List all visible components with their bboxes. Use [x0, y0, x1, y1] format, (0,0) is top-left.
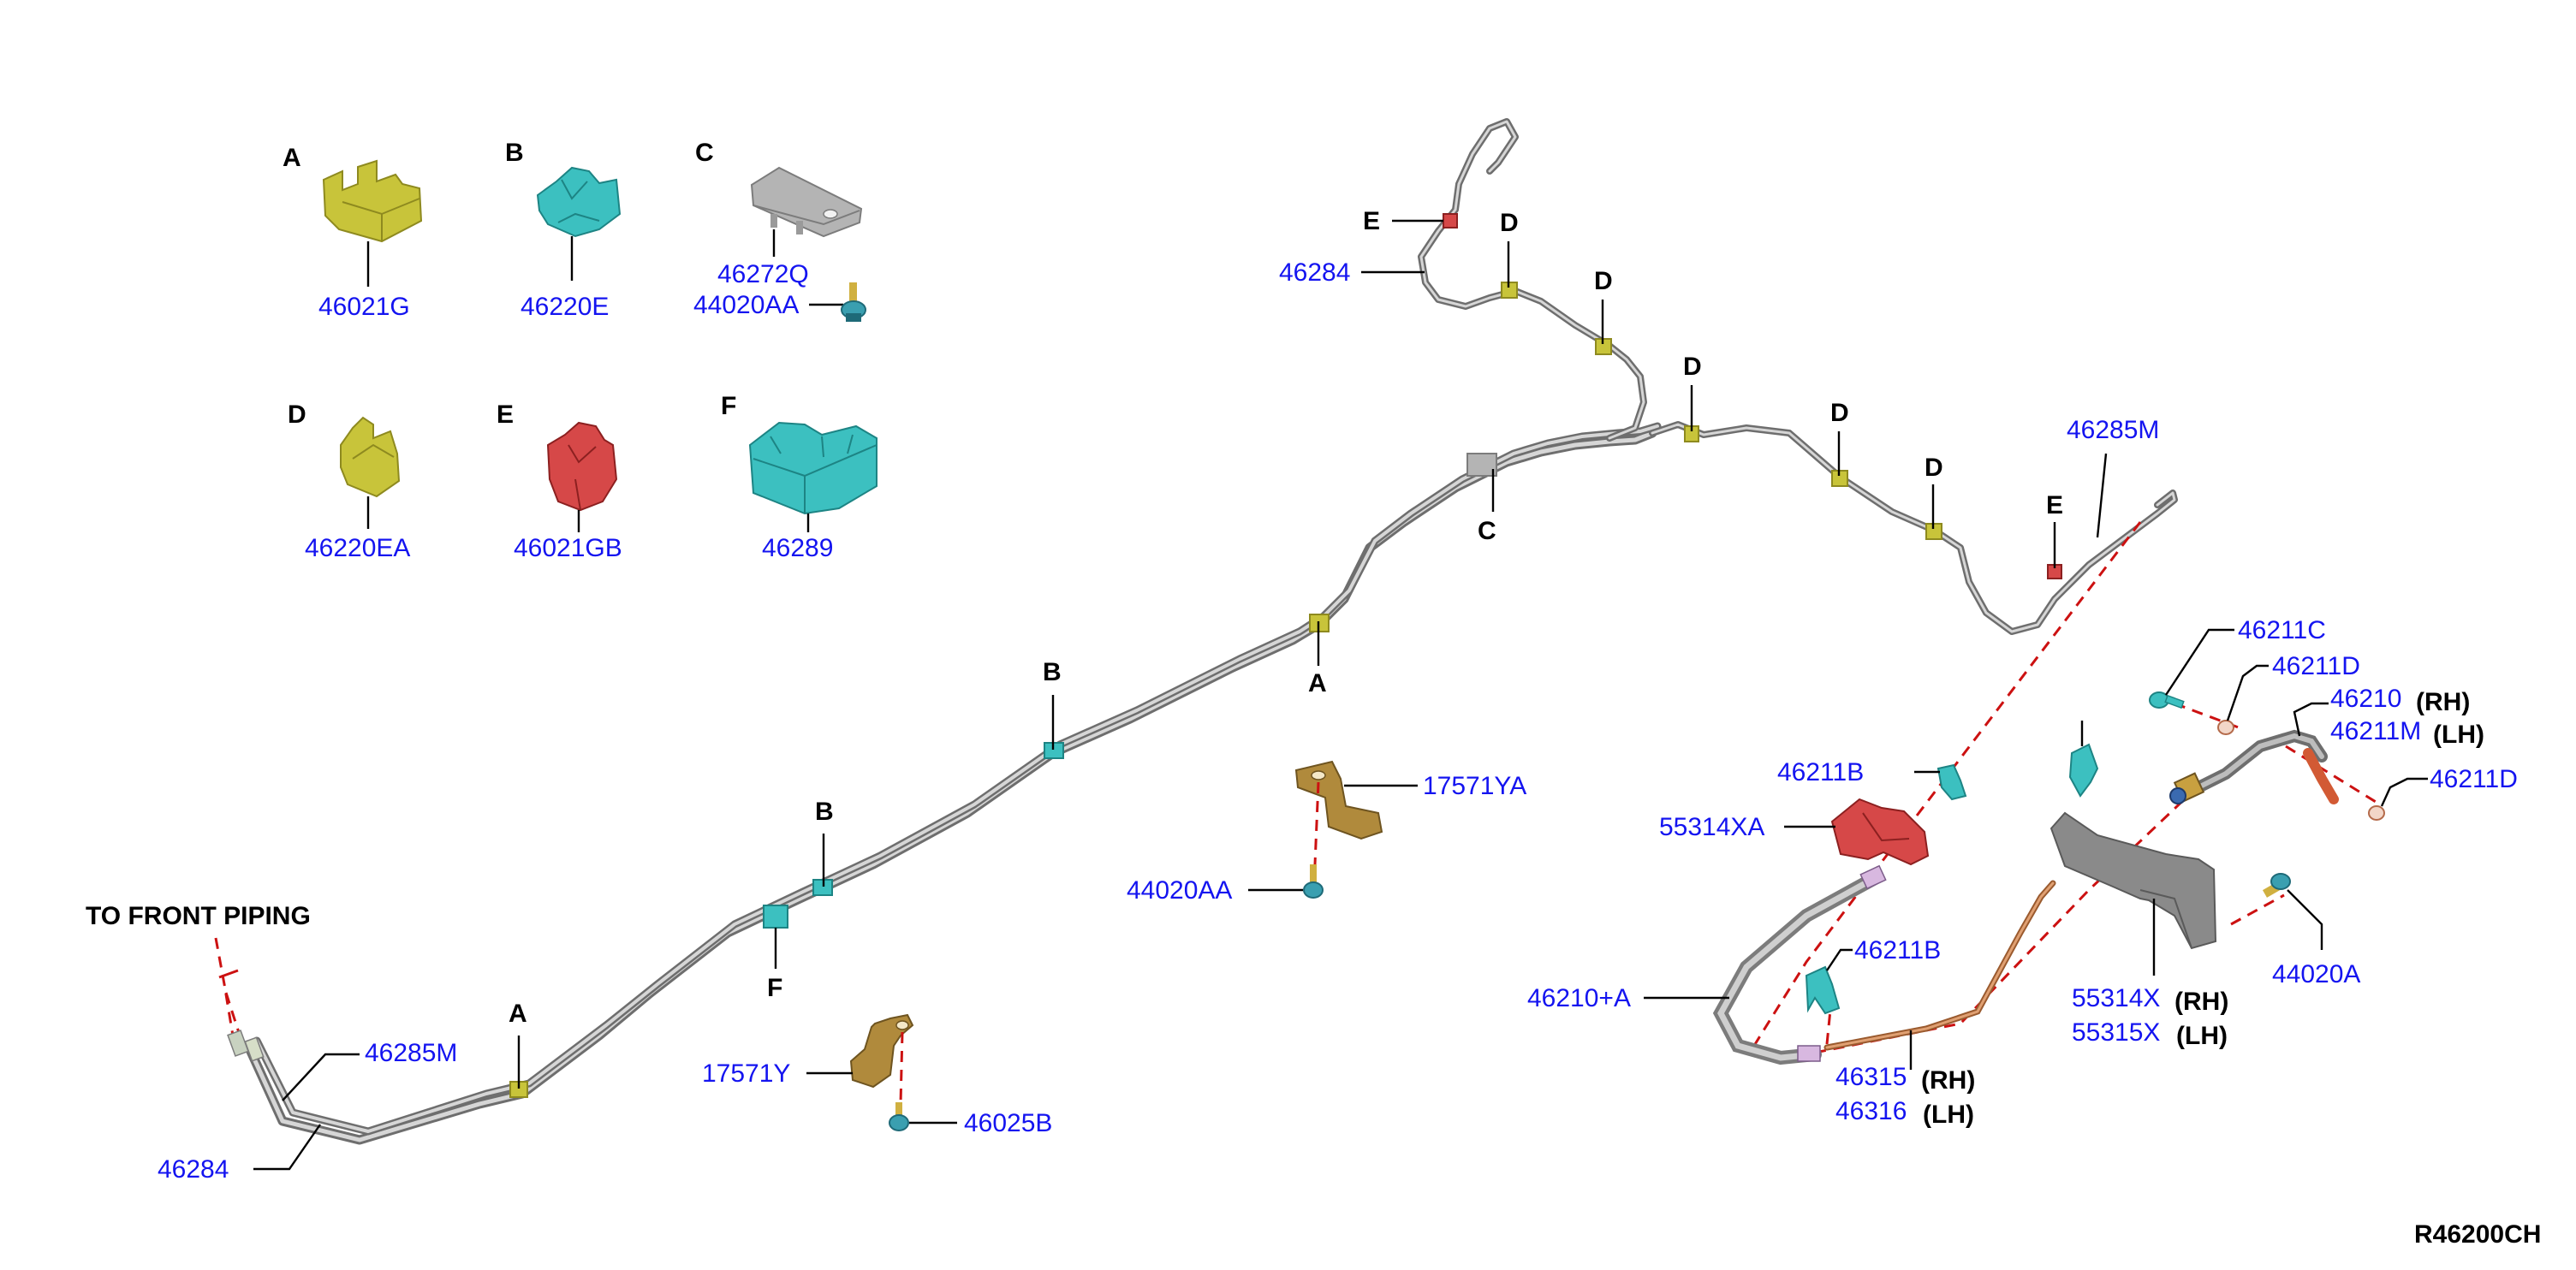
red-clip-icon [546, 421, 618, 512]
callout-46211C: 46211C [2238, 616, 2326, 644]
hose-46210 [2169, 729, 2339, 804]
callout-46315-rh: (RH) [1921, 1066, 1975, 1095]
legend-clip-f: F 46289 [721, 392, 878, 562]
callout-46025B: 46025B [964, 1109, 1052, 1137]
legend-part-46289: 46289 [762, 534, 833, 562]
marker-b-upper: B [1043, 658, 1062, 686]
callout-55315X-lh: (LH) [2176, 1022, 2228, 1050]
washer-46211D-upper [2217, 720, 2234, 735]
legend-clip-e: E 46021GB [497, 401, 622, 562]
gray-bracket-icon [750, 166, 863, 238]
legend-part-46021G: 46021G [318, 293, 410, 321]
legend-clip-c: C 46272Q 44020AA [693, 139, 866, 322]
marker-b-lower: B [815, 798, 834, 826]
legend-part-46220E: 46220E [521, 293, 609, 321]
callout-55314X: 55314X [2072, 984, 2160, 1012]
callout-46316: 46316 [1835, 1097, 1907, 1125]
copper-tube-46315 [1823, 880, 2056, 1051]
teal-clip-icon [536, 166, 622, 238]
legend-clip-b: B 46220E [505, 139, 622, 321]
bracket-17571YA [1294, 760, 1383, 840]
callout-46284-upper: 46284 [1279, 258, 1350, 287]
marker-a-lower: A [509, 1000, 527, 1028]
bolt-46025B [889, 1102, 909, 1131]
marker-f: F [767, 974, 782, 1002]
clip-f [763, 905, 788, 929]
legend-clip-d: D 46220EA [288, 401, 410, 562]
legend-part-46021GB: 46021GB [514, 534, 622, 562]
bracket-c [1466, 453, 1497, 477]
legend-letter-c: C [695, 139, 714, 167]
clip-bracket-retainer [2068, 721, 2099, 798]
marker-a-upper: A [1308, 669, 1327, 697]
callout-55314X-rh: (RH) [2174, 988, 2228, 1016]
callout-46284-left: 46284 [158, 1155, 229, 1184]
callout-46211B-upper: 46211B [1777, 758, 1864, 786]
marker-c: C [1478, 517, 1496, 545]
legend-letter-a: A [283, 144, 301, 172]
legend-bolt-44020AA: 44020AA [693, 291, 799, 319]
legend-letter-b: B [505, 139, 524, 167]
callout-46211B-lower: 46211B [1854, 936, 1941, 964]
marker-d-1: D [1500, 209, 1519, 237]
marker-d-4: D [1830, 399, 1849, 427]
legend-part-46272Q: 46272Q [717, 260, 809, 288]
callout-17571YA: 17571YA [1423, 772, 1526, 800]
legend-letter-e: E [497, 401, 514, 429]
callout-46211D-upper: 46211D [2272, 652, 2360, 680]
callout-46316-lh: (LH) [1923, 1101, 1974, 1129]
front-piping-label: TO FRONT PIPING [86, 902, 311, 930]
legend-clip-a: A 46021G [283, 144, 423, 321]
marker-d-2: D [1594, 267, 1613, 295]
clip-46211B-upper [1936, 763, 1967, 801]
bolt-46211C [2149, 691, 2185, 709]
marker-d-5: D [1925, 454, 1943, 482]
bracket-17571Y [849, 1013, 914, 1089]
callout-46211D-lower: 46211D [2430, 765, 2518, 793]
yellow-clip-icon [322, 159, 423, 243]
bracket-55314X [2049, 811, 2217, 950]
callout-46211M: 46211M [2330, 717, 2421, 745]
teal-block-clip-icon [748, 421, 878, 515]
marker-e-right: E [2046, 491, 2063, 519]
main-brake-tubes [243, 118, 2178, 1145]
marker-e-upper: E [1363, 207, 1380, 235]
legend-part-46220EA: 46220EA [305, 534, 410, 562]
clip-e-upper [1443, 213, 1458, 228]
callout-46285M-right: 46285M [2067, 416, 2159, 444]
front-piping-connection: TO FRONT PIPING [86, 902, 311, 1062]
bolt-44020A [2262, 873, 2291, 898]
callout-46210: 46210 [2330, 685, 2401, 713]
callout-46211M-lh: (LH) [2433, 721, 2484, 749]
callout-17571Y: 17571Y [702, 1059, 790, 1088]
bolt-icon [841, 282, 866, 322]
yellow-clip-small-icon [340, 416, 401, 498]
callout-46315: 46315 [1835, 1063, 1907, 1091]
legend-letter-d: D [288, 401, 306, 429]
diagram-code: R46200CH [2414, 1220, 2541, 1249]
callout-55314XA: 55314XA [1659, 813, 1764, 841]
washer-46211D-lower [2368, 805, 2385, 821]
bolt-44020AA [1303, 864, 1324, 899]
bracket-55314XA [1830, 798, 1930, 866]
hose-46210A [1712, 864, 1887, 1065]
callout-46285M-left: 46285M [365, 1039, 457, 1067]
callout-46210A: 46210+A [1527, 984, 1631, 1012]
tube-clips [509, 213, 2062, 1098]
clip-46211B-lower [1805, 965, 1841, 1015]
legend-letter-f: F [721, 392, 736, 420]
callout-55315X: 55315X [2072, 1018, 2160, 1047]
callout-44020A: 44020A [2272, 960, 2360, 988]
clip-markers: A A B B F C D D D D D E E [509, 207, 2063, 1089]
callout-46210-rh: (RH) [2416, 688, 2470, 716]
marker-d-3: D [1683, 353, 1702, 381]
callout-44020AA: 44020AA [1127, 876, 1232, 905]
